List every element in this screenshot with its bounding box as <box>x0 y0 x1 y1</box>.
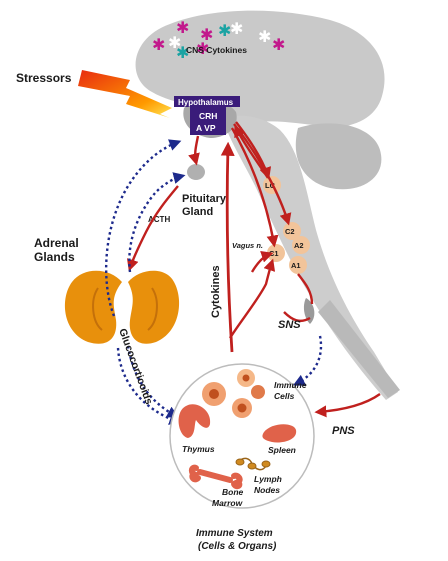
hypothalamus-box: Hypothalamus CRH A VP <box>174 96 240 135</box>
brainstem-nuclei: LC C2 A2 C1 A1 <box>263 176 310 274</box>
c1-label: C1 <box>269 249 279 258</box>
pns-arrow <box>314 393 381 418</box>
cytokine-icon: ✱ <box>168 33 181 52</box>
sns-to-immune-arrow <box>283 311 311 323</box>
a1-nucleus <box>289 256 307 274</box>
a2-label: A2 <box>294 241 304 250</box>
crh-label: CRH <box>199 111 217 121</box>
cerebellum <box>295 123 382 190</box>
thymus-icon <box>178 404 211 438</box>
thymus-label: Thymus <box>182 444 215 454</box>
stressors-label: Stressors <box>16 71 72 85</box>
sns-outflow-arrow <box>297 273 314 305</box>
cns-cytokines-label: CNS Cytokines <box>186 45 247 55</box>
c2-nucleus <box>283 222 301 240</box>
hypothalamus-to-nuclei-2 <box>230 127 279 248</box>
spleen-icon <box>262 424 297 443</box>
cytokine-icon: ✱ <box>196 39 209 58</box>
glucocorticoid-arrows <box>104 139 323 425</box>
cytokine-icon: ✱ <box>218 21 231 40</box>
cytokine-icon: ✱ <box>176 43 189 62</box>
pituitary-label-line2: Gland <box>182 206 213 218</box>
vagus-label: Vagus n. <box>232 241 263 250</box>
stressors-bolt-icon <box>78 70 172 118</box>
glucocorticoid-to-immune-arrow-2 <box>126 345 180 418</box>
lymph-nodes-label-line2: Nodes <box>254 485 280 495</box>
a2-nucleus <box>292 236 310 254</box>
avp-label: A VP <box>196 123 216 133</box>
adrenal-label-line1: Adrenal <box>34 236 79 250</box>
pns-label: PNS <box>332 425 355 437</box>
spleen-label: Spleen <box>268 445 296 455</box>
adrenal-label-line2: Glands <box>34 250 75 264</box>
acth-label: ACTH <box>148 215 170 224</box>
cytokines-arrow <box>220 141 235 353</box>
sns-to-immune-dotted-arrow <box>292 335 323 386</box>
acth-arrow <box>126 185 179 272</box>
bone-marrow-icon <box>188 464 243 490</box>
immune-cells-label-line2: Cells <box>274 391 295 401</box>
sns-ganglion <box>303 298 315 324</box>
spinal-cord <box>318 300 400 398</box>
vagus-arrow <box>228 258 276 339</box>
lc-label: LC <box>265 181 276 190</box>
hypothalamus-label: Hypothalamus <box>178 98 234 107</box>
cytokine-icon: ✱ <box>230 19 243 38</box>
immune-cells-icon <box>202 369 265 418</box>
cytokine-icon: ✱ <box>176 18 189 37</box>
lymph-nodes-label-line1: Lymph <box>254 474 282 484</box>
cytokine-icon: ✱ <box>200 25 213 44</box>
immune-organs <box>178 369 297 490</box>
immune-cells-label-line1: Immune <box>274 380 307 390</box>
adrenal-gland-right <box>128 270 180 344</box>
crh-to-pituitary-arrow <box>188 135 200 166</box>
pituitary-gland <box>187 164 205 180</box>
cytokine-icon: ✱ <box>272 35 285 54</box>
red-arrows <box>126 121 381 418</box>
brain-illustration <box>135 10 400 400</box>
cytokines-label: Cytokines <box>210 265 222 318</box>
bone-marrow-label-line2: Marrow <box>212 498 244 508</box>
bone-marrow-label-line1: Bone <box>222 487 244 497</box>
lymph-nodes-icon <box>235 457 271 471</box>
hypothalamus-to-nuclei-1 <box>233 123 292 226</box>
cytokine-asterisks: ✱ ✱ ✱ ✱ ✱ ✱ ✱ ✱ ✱ ✱ <box>152 18 285 62</box>
cytokine-icon: ✱ <box>152 35 165 54</box>
a1-label: A1 <box>291 261 301 270</box>
immune-system-caption-line2: (Cells & Organs) <box>198 541 277 552</box>
sns-label: SNS <box>278 319 301 331</box>
immune-system-caption-line1: Immune System <box>196 528 273 539</box>
cytokine-icon: ✱ <box>258 27 271 46</box>
vagus-to-c1-arrow <box>250 250 274 273</box>
c2-label: C2 <box>285 227 295 236</box>
pituitary-label-line1: Pituitary <box>182 193 227 205</box>
